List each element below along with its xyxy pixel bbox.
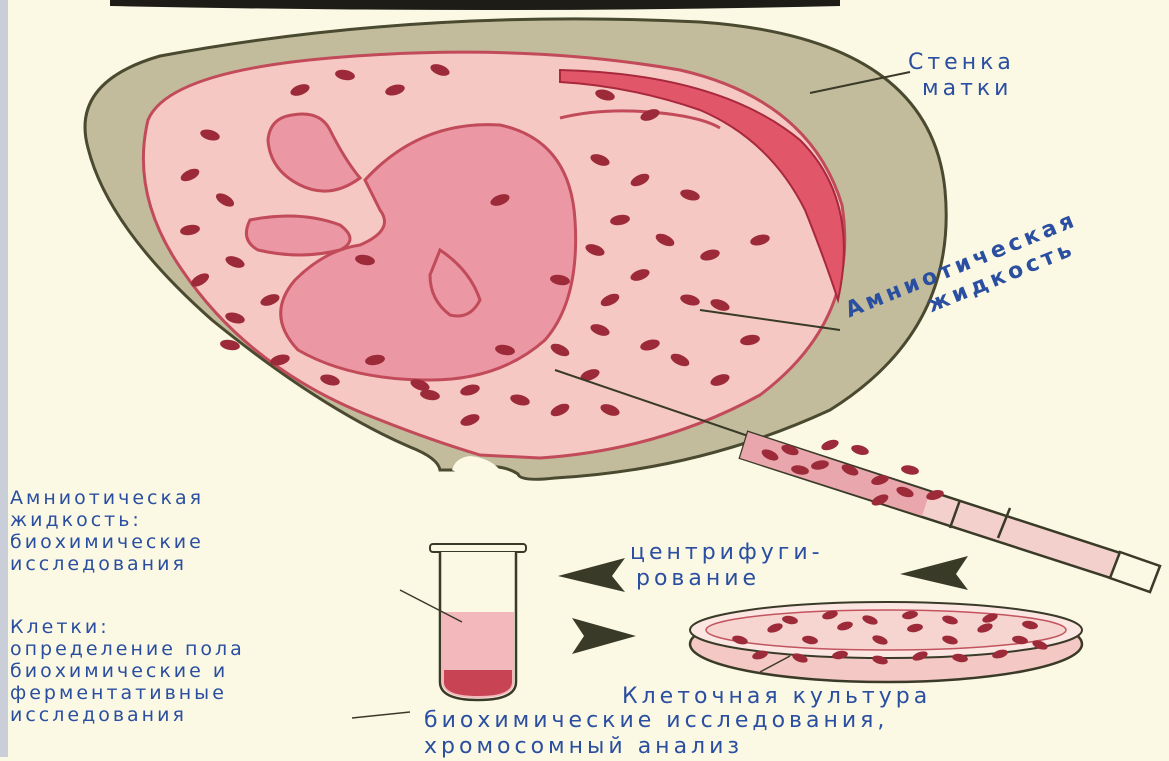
label-line: биохимические исследования, xyxy=(424,708,888,734)
cell xyxy=(900,464,919,476)
label-line: исследования xyxy=(10,553,204,575)
label-line: Стенка xyxy=(908,50,1015,76)
label-line: определение пола xyxy=(10,638,245,660)
label-fluid-analysis: Амниотическая жидкость: биохимические ис… xyxy=(10,487,204,575)
cell xyxy=(850,443,870,456)
label-line: хромосомный анализ xyxy=(424,734,888,760)
label-line: рование xyxy=(630,566,824,592)
left-border xyxy=(0,0,8,757)
leader-cells-analysis xyxy=(352,712,410,718)
top-bar xyxy=(110,0,840,10)
arrow-centrifuge-left xyxy=(558,558,625,592)
label-line: ферментативные xyxy=(10,682,245,704)
label-cell-culture: Клеточная культура xyxy=(622,684,931,710)
label-line: Клеточная культура xyxy=(622,684,931,710)
label-uterus-wall: Стенка матки xyxy=(908,50,1015,102)
label-line: исследования xyxy=(10,704,245,726)
arrow-to-dish xyxy=(572,618,636,654)
label-line: Клетки: xyxy=(10,616,245,638)
label-culture-analysis: биохимические исследования, хромосомный … xyxy=(424,708,888,760)
cell xyxy=(820,438,840,453)
label-line: биохимические xyxy=(10,531,204,553)
label-line: центрифуги- xyxy=(630,540,824,566)
arrow-centrifuge-right xyxy=(900,556,968,590)
label-cells-analysis: Клетки: определение пола биохимические и… xyxy=(10,616,245,726)
label-line: Амниотическая xyxy=(10,487,204,509)
label-line: матки xyxy=(908,76,1015,102)
label-centrifugation: центрифуги- рование xyxy=(630,540,824,592)
label-line: биохимические и xyxy=(10,660,245,682)
label-line: жидкость: xyxy=(10,509,204,531)
fetus xyxy=(246,114,575,380)
test-tube xyxy=(430,544,526,700)
